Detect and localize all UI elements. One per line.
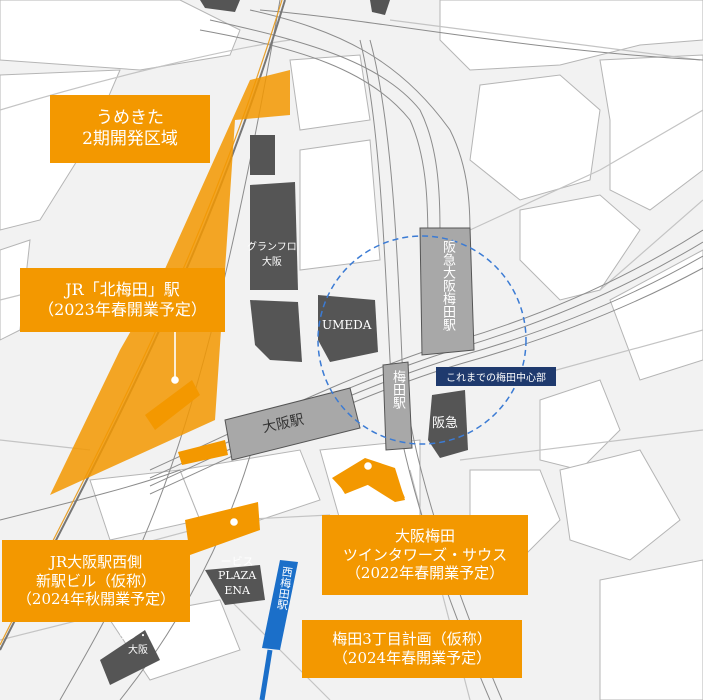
nishigawa-callout-line: （2024年秋開業予定） — [16, 590, 176, 609]
nishigawa-callout-line: JR大阪駅西側 — [49, 552, 143, 571]
nishigawa-callout-line: 新駅ビル（仮称） — [35, 571, 156, 590]
herbis-ent-label-line: ッツ・カ — [118, 631, 158, 642]
hankyu-umeda-building — [419, 227, 475, 356]
twin-towers-callout-line: ツインタワーズ・サウス — [342, 545, 508, 564]
pointers — [171, 330, 372, 526]
twin-towers-callout: 大阪梅田 ツインタワーズ・サウス （2022年春開業予定） — [322, 515, 528, 595]
plaza-label-line: ービス — [220, 555, 254, 568]
plaza-label-line: PLAZA — [218, 569, 257, 583]
grand-front-label-line: 大阪 — [261, 257, 282, 268]
twin-towers-callout-line: （2022年春開業予定） — [345, 564, 505, 583]
umeda-building-label: UMEDA — [322, 318, 371, 332]
osaka-station-building — [224, 387, 361, 461]
nishi-umeda-subway — [262, 560, 298, 650]
umekita-callout-line: 2期開発区域 — [82, 129, 178, 149]
platform-stub — [178, 440, 228, 465]
plaza-label-line: ENA — [224, 583, 250, 597]
hankyu-dept-label: 阪急 — [432, 416, 459, 431]
herbis-ent-label: ッツ・カ 大阪 — [118, 630, 158, 658]
grand-front-label: グランフロ 大阪 — [247, 240, 297, 270]
umeda3-callout: 梅田3丁目計画（仮称） （2024年春開業予定） — [302, 620, 522, 678]
twin-towers-callout-line: 大阪梅田 — [394, 526, 455, 545]
station-buildings — [224, 227, 475, 461]
umeda3-callout-line: （2024年春開業予定） — [332, 649, 492, 667]
umekita-callout: うめきた 2期開発区域 — [50, 95, 210, 163]
subway-line — [259, 649, 273, 700]
center-circle — [317, 235, 527, 445]
umeda-building-label-text: UMEDA — [322, 318, 372, 332]
center-tag: これまでの梅田中心部 — [436, 367, 556, 386]
nishigawa-callout: JR大阪駅西側 新駅ビル（仮称） （2024年秋開業予定） — [2, 540, 190, 622]
kitaumeda-callout-line: （2023年春開業予定） — [38, 300, 207, 319]
kitaumeda-callout-line: JR「北梅田」駅 — [65, 280, 180, 299]
buildings — [100, 0, 468, 685]
hankyu-umeda-label: 阪急大阪梅田駅 — [440, 240, 455, 331]
herbis-ent-label-line: 大阪 — [128, 645, 148, 656]
umekita-callout-line: うめきた — [96, 107, 164, 128]
umeda3-callout-line: 梅田3丁目計画（仮称） — [332, 630, 492, 649]
kitaumeda-callout: JR「北梅田」駅 （2023年春開業予定） — [20, 268, 225, 332]
kitaumeda-platform — [145, 380, 200, 430]
umeda-station-label: 梅田駅 — [390, 370, 405, 409]
grand-front-label-line: グランフロ — [247, 242, 297, 253]
umeda-station-building — [382, 361, 413, 451]
twin-towers-south-main — [335, 462, 405, 498]
plaza-label: ービス PLAZA ENA — [218, 555, 256, 598]
nishigawa-building — [185, 502, 260, 555]
